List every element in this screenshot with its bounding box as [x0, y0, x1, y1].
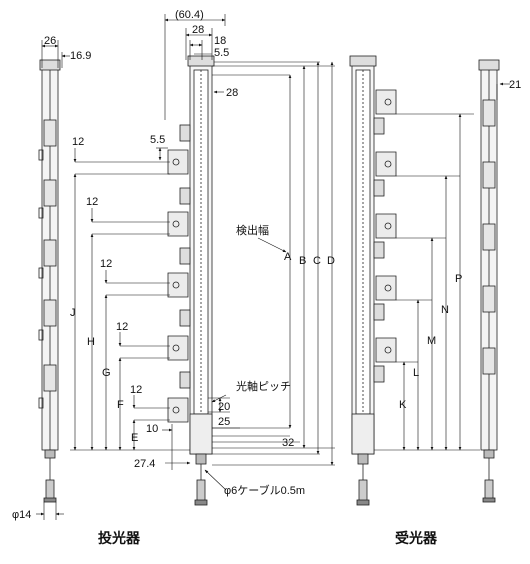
label-E: E	[131, 432, 138, 444]
label-18: 18	[214, 35, 226, 47]
label-B: B	[299, 255, 306, 267]
caption-receiver: 受光器	[395, 530, 437, 546]
label-5-5-top: 5.5	[214, 47, 229, 59]
label-21: 21	[509, 79, 521, 91]
label-K: K	[399, 399, 407, 411]
label-12-a: 12	[72, 136, 84, 148]
label-L: L	[413, 367, 419, 379]
dims-top-front	[164, 14, 226, 120]
label-N: N	[441, 304, 449, 316]
emitter-front-view	[167, 55, 215, 506]
label-D: D	[327, 255, 335, 267]
label-detection-width: 検出幅	[236, 223, 269, 237]
dims-receiver	[374, 113, 480, 451]
cable-leader	[204, 469, 227, 491]
receiver-brackets	[373, 89, 397, 383]
label-A: A	[284, 251, 292, 263]
label-32: 32	[282, 437, 294, 449]
emitter-side-view	[38, 59, 61, 503]
label-10: 10	[146, 423, 158, 435]
label-12-d: 12	[116, 321, 128, 333]
label-F: F	[117, 399, 124, 411]
emitter-side-brackets	[38, 119, 57, 409]
label-20: 20	[218, 401, 230, 413]
label-H: H	[87, 336, 95, 348]
dim-21	[496, 82, 510, 100]
label-28-top: 28	[192, 24, 204, 36]
dims-ABCD	[212, 61, 335, 466]
label-12-e: 12	[130, 384, 142, 396]
receiver-side-view	[478, 59, 500, 503]
emitter-brackets	[167, 124, 191, 423]
label-28-side: 28	[226, 87, 238, 99]
label-optical-pitch: 光軸ピッチ	[236, 379, 291, 393]
label-cable: φ6ケーブル0.5m	[224, 483, 305, 497]
label-G: G	[102, 367, 111, 379]
label-27-4: 27.4	[134, 458, 155, 470]
dim-phi14	[36, 502, 64, 520]
dims-pitch	[208, 394, 300, 443]
label-5-5: 5.5	[150, 134, 165, 146]
dim-26	[41, 40, 70, 68]
dim-5-5-side	[156, 147, 168, 161]
receiver-front-view	[349, 55, 397, 506]
label-M: M	[427, 335, 436, 347]
label-J: J	[70, 307, 76, 319]
label-P: P	[455, 273, 462, 285]
label-60-4: (60.4)	[175, 9, 204, 21]
label-12-b: 12	[86, 196, 98, 208]
label-phi14: φ14	[12, 509, 31, 521]
label-16-9: 16.9	[70, 50, 91, 62]
dims-left-vertical	[70, 148, 191, 470]
label-C: C	[313, 255, 321, 267]
label-12-c: 12	[100, 258, 112, 270]
caption-emitter: 投光器	[98, 530, 140, 546]
label-26: 26	[44, 35, 56, 47]
label-25: 25	[218, 416, 230, 428]
